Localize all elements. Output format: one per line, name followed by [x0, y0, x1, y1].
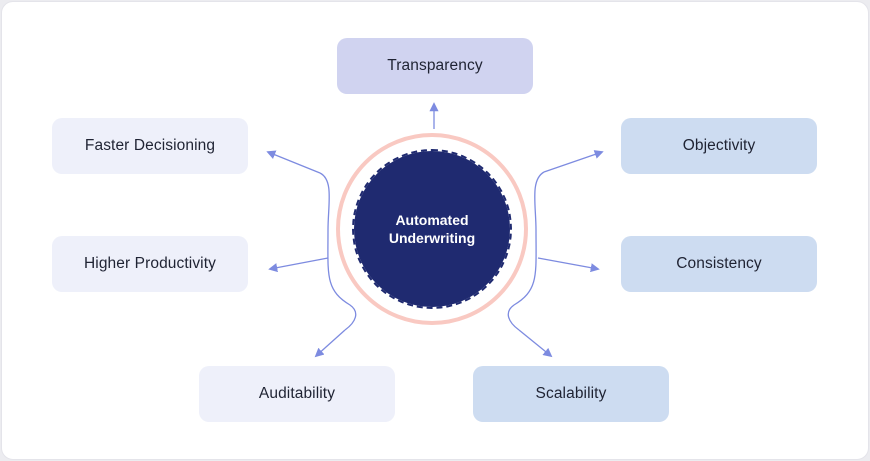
node-auditability: Auditability — [199, 366, 395, 422]
connector-auditability — [314, 329, 346, 358]
center-hub: Automated Underwriting — [336, 133, 528, 325]
node-label: Transparency — [387, 57, 483, 74]
center-title-line2: Underwriting — [388, 230, 476, 246]
node-label: Objectivity — [682, 137, 756, 154]
node-label: Faster Decisioning — [84, 137, 216, 154]
connector-left-bracket — [319, 172, 357, 331]
center-title-line1: Automated — [395, 212, 469, 228]
center-core: Automated Underwriting — [352, 149, 512, 309]
connector-faster-decisioning — [266, 150, 321, 174]
node-transparency: Transparency — [337, 38, 533, 94]
node-scalability: Scalability — [473, 366, 669, 422]
connector-right-bracket — [507, 171, 545, 331]
connector-consistency — [537, 257, 600, 273]
connector-scalability — [518, 329, 553, 358]
connector-higher-productivity — [268, 257, 329, 273]
node-label: Consistency — [676, 255, 762, 272]
node-objectivity: Objectivity — [621, 118, 817, 174]
node-label: Scalability — [535, 385, 607, 402]
node-label: Higher Productivity — [84, 255, 216, 272]
connector-objectivity — [543, 150, 604, 173]
node-higher-productivity: Higher Productivity — [52, 236, 248, 292]
node-faster-decisioning: Faster Decisioning — [52, 118, 248, 174]
node-consistency: Consistency — [621, 236, 817, 292]
node-label: Auditability — [258, 385, 336, 402]
center-outer-ring — [336, 133, 528, 325]
